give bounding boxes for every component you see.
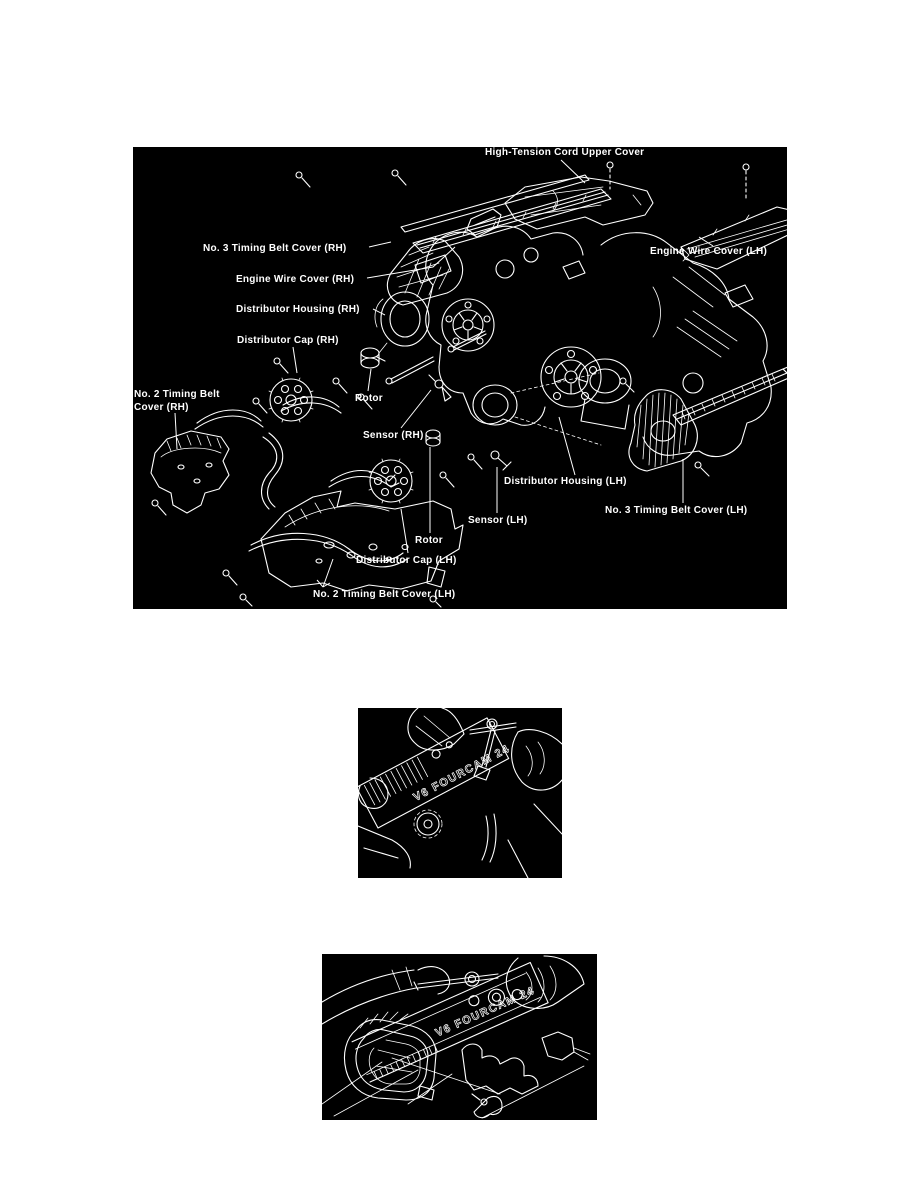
distributor-cap-rh-part — [268, 377, 314, 423]
exploded-view-line-art — [150, 159, 787, 608]
background-lines — [322, 1057, 585, 1119]
engine-block-outline — [425, 225, 586, 426]
figure-valve-cover-front: V6 FOURCAM 24 — [322, 954, 597, 1120]
valve-cover-front-line-art: V6 FOURCAM 24 — [322, 955, 591, 1119]
timing-cover-foreground — [343, 1011, 437, 1101]
label-no3-timing-belt-cover-rh: No. 3 Timing Belt Cover (RH) — [203, 243, 347, 254]
bolt-icons-dashed — [606, 161, 750, 200]
cam-pulley-right — [540, 346, 602, 408]
label-no2-timing-belt-cover-rh-line1: No. 2 Timing Belt — [134, 389, 220, 400]
distributor-housing-lh-part — [472, 358, 632, 446]
cover-lettering: V6 FOURCAM 24 — [412, 743, 513, 804]
engine-surroundings — [358, 777, 562, 878]
label-high-tension-cord-upper-cover: High-Tension Cord Upper Cover — [485, 147, 645, 158]
hand-left — [407, 708, 465, 751]
leader-lines — [174, 159, 714, 588]
no2-timing-belt-cover-rh-part — [150, 430, 230, 514]
high-tension-cord-upper-cover-part — [504, 176, 654, 230]
engine-wire-cover-rh-part — [400, 174, 612, 254]
socket-wrench — [469, 718, 517, 781]
oil-filler-cap — [413, 809, 443, 839]
label-no2-timing-belt-cover-lh: No. 2 Timing Belt Cover (LH) — [313, 589, 456, 600]
bolt-part — [471, 1093, 503, 1119]
label-distributor-housing-lh: Distributor Housing (LH) — [504, 476, 627, 487]
no3-timing-belt-cover-rh-part — [386, 238, 464, 306]
hand-right — [511, 729, 562, 791]
rotor-rh-part — [360, 347, 386, 369]
distributor-cap-lh-part — [368, 458, 414, 504]
rotor-lh-part — [425, 429, 441, 447]
label-distributor-cap-lh: Distributor Cap (LH) — [356, 555, 457, 566]
socket-wrench — [413, 971, 499, 991]
figure-valve-cover-top: V6 FOURCAM 24 — [358, 708, 562, 878]
engine-wire-cover-lh-part — [680, 206, 787, 270]
label-engine-wire-cover-lh: Engine Wire Cover (LH) — [650, 246, 768, 257]
engine-right-outline — [600, 232, 772, 458]
hex-boss — [541, 1031, 591, 1061]
gasket-strips — [194, 396, 408, 568]
figure-exploded-view: High-Tension Cord Upper Cover No. 3 Timi… — [133, 147, 787, 609]
label-rotor-lh: Rotor — [415, 535, 443, 546]
label-distributor-housing-rh: Distributor Housing (RH) — [236, 304, 360, 315]
label-no2-timing-belt-cover-rh-line2: Cover (RH) — [134, 402, 189, 413]
no2-timing-belt-cover-lh-part — [260, 490, 464, 592]
label-engine-wire-cover-rh: Engine Wire Cover (RH) — [236, 274, 355, 285]
no3-timing-belt-cover-lh-part — [628, 366, 787, 472]
stud-bolts — [385, 330, 487, 385]
label-sensor-rh: Sensor (RH) — [363, 430, 424, 441]
bolt-icons — [151, 169, 710, 608]
sensor-rh-part — [428, 374, 452, 402]
label-distributor-cap-rh: Distributor Cap (RH) — [237, 335, 339, 346]
engine-bumps — [461, 1043, 539, 1095]
label-no3-timing-belt-cover-lh: No. 3 Timing Belt Cover (LH) — [605, 505, 748, 516]
label-sensor-lh: Sensor (LH) — [468, 515, 528, 526]
distributor-housing-rh-part — [374, 291, 430, 354]
arm-left — [322, 966, 451, 1025]
sensor-lh-part — [490, 450, 512, 471]
label-rotor-rh: Rotor — [355, 393, 383, 404]
valve-cover-top-line-art: V6 FOURCAM 24 — [358, 708, 562, 878]
